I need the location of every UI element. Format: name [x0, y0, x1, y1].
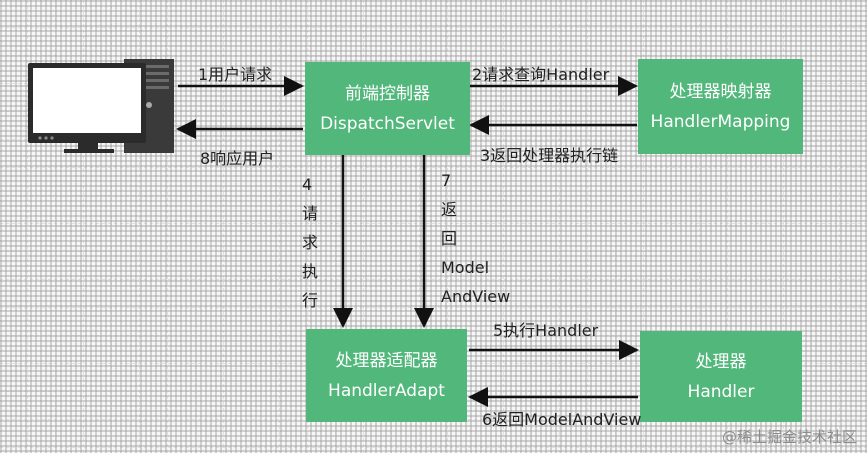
edge-label-7-line: Model	[441, 258, 490, 277]
edge-label-4-line: 求	[302, 233, 319, 252]
desktop-computer-icon	[28, 59, 174, 153]
edge-label-5: 5执行Handler	[493, 321, 599, 340]
edge-label-1: 1用户请求	[198, 65, 273, 84]
node-handler-title: 处理器	[695, 351, 747, 372]
edge-label-4: 4 请 求 执 行	[302, 170, 318, 315]
edge-label-8: 8响应用户	[200, 149, 275, 168]
edge-label-4-line: 4	[302, 175, 313, 194]
edge-label-4-line: 请	[302, 204, 319, 223]
edge-label-7-line: 7	[441, 171, 452, 190]
node-handler-subtitle: Handler	[687, 381, 755, 402]
node-handler-mapping-title: 处理器映射器	[669, 81, 772, 102]
node-handler-mapping-subtitle: HandlerMapping	[650, 111, 791, 132]
edge-label-7-line: AndView	[441, 287, 511, 306]
node-handler: 处理器 Handler	[640, 331, 802, 422]
edge-label-4-line: 执	[302, 262, 319, 281]
edge-label-7-line: 返	[441, 200, 458, 219]
edge-label-7: 7 返 回 Model AndView	[441, 166, 510, 311]
node-front-controller: 前端控制器 DispatchServlet	[305, 62, 470, 155]
node-handler-adapter-title: 处理器适配器	[335, 350, 438, 371]
edge-label-6: 6返回ModelAndView	[482, 410, 642, 429]
node-handler-adapter: 处理器适配器 HandlerAdapt	[306, 329, 467, 422]
edge-label-3: 3返回处理器执行链	[480, 146, 619, 165]
node-front-controller-title: 前端控制器	[345, 83, 430, 104]
edge-label-7-line: 回	[441, 229, 458, 248]
edge-label-4-line: 行	[302, 291, 319, 310]
node-handler-adapter-subtitle: HandlerAdapt	[328, 380, 445, 401]
edge-label-2: 2请求查询Handler	[472, 65, 610, 84]
node-front-controller-subtitle: DispatchServlet	[320, 113, 455, 134]
watermark: @稀土掘金技术社区	[721, 428, 857, 446]
node-handler-mapping: 处理器映射器 HandlerMapping	[638, 59, 803, 154]
